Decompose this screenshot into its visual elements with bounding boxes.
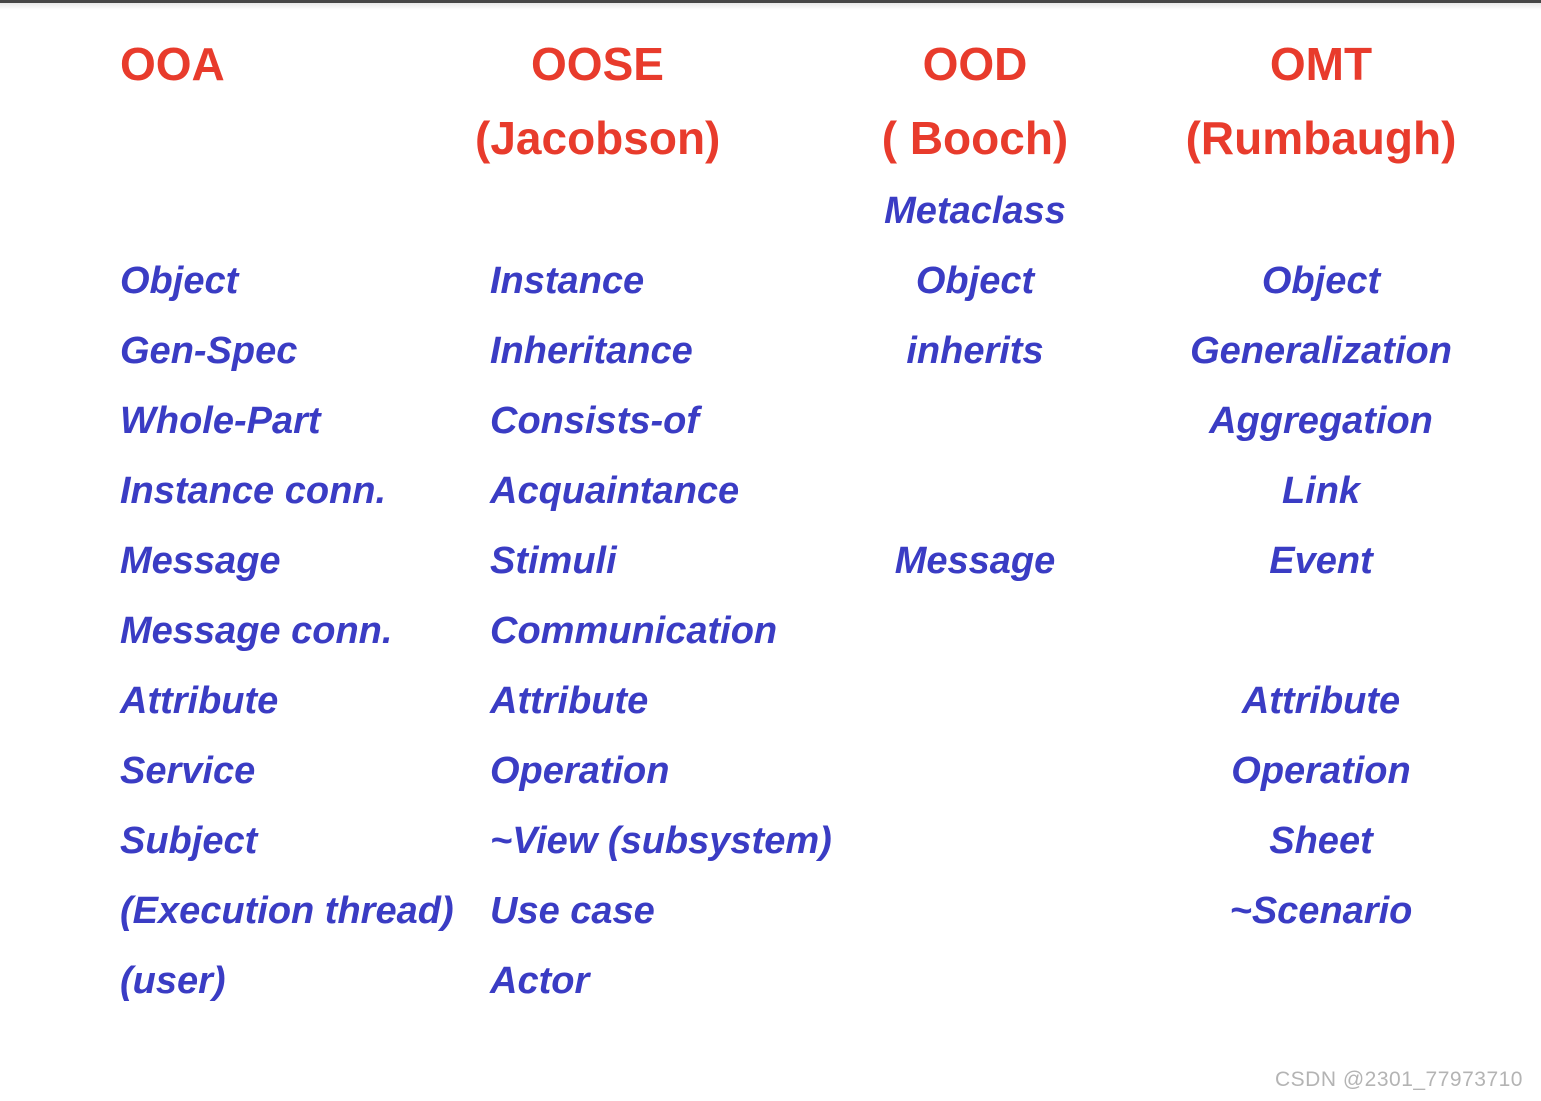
term-cell: Event [1269,540,1373,582]
term-cell: Consists-of [490,400,699,442]
term-cell: Stimuli [490,540,617,582]
column-subtitle-ood: ( Booch) [881,112,1069,164]
term-cell [840,876,1110,946]
column-header-omt: OMT [1269,38,1373,90]
term-cell: Use case [490,890,655,932]
term-cell: Object [1261,260,1381,302]
term-cell: ~View (subsystem) [490,820,832,862]
top-border [0,0,1541,3]
column-header-oose: OOSE [531,38,664,90]
term-cell: (user) [120,960,226,1002]
term-cell: Message conn. [120,610,393,652]
term-cell: Message [894,540,1056,582]
term-cell: Aggregation [1209,400,1433,442]
term-cell: Acquaintance [490,470,740,512]
watermark: CSDN @2301_77973710 [1275,1068,1523,1091]
term-cell: Operation [1231,750,1411,792]
term-cell: (Execution thread) [120,890,454,932]
terminology-grid: OOA OOSE OOD OMT (Jacobson) ( Booch) (Ru… [120,28,1532,1016]
term-cell: Operation [490,750,670,792]
column-subtitle-oose: (Jacobson) [475,112,721,164]
term-cell: ~Scenario [1229,890,1413,932]
term-cell [840,596,1110,666]
term-cell: Attribute [490,680,649,722]
term-cell: Attribute [120,680,279,722]
term-cell [1110,596,1532,666]
term-cell: Gen-Spec [120,330,298,372]
term-cell: Link [1281,470,1361,512]
term-cell [1110,176,1532,246]
term-cell: Object [120,260,239,302]
term-cell: Subject [120,820,258,862]
term-cell: Instance conn. [120,470,387,512]
column-subtitle-omt: (Rumbaugh) [1185,112,1457,164]
term-cell: Actor [490,960,590,1002]
term-cell: Communication [490,610,778,652]
term-cell [840,806,1110,876]
term-cell: Object [915,260,1035,302]
term-cell: Attribute [1241,680,1401,722]
term-cell [840,666,1110,736]
term-cell [840,946,1110,1016]
term-cell: Message [120,540,281,582]
term-cell: Sheet [1269,820,1373,862]
column-header-ood: OOD [922,38,1028,90]
term-cell: Inheritance [490,330,693,372]
term-cell [475,176,840,246]
term-cell: Generalization [1190,330,1452,372]
column-header-ooa: OOA [120,38,225,90]
term-cell [840,736,1110,806]
term-cell: Metaclass [884,190,1066,232]
term-cell [1110,946,1532,1016]
term-cell: inherits [906,330,1044,372]
top-border-fade [0,3,1541,10]
term-cell: Service [120,750,256,792]
term-cell [120,176,475,246]
term-cell [840,456,1110,526]
term-cell [840,386,1110,456]
term-cell: Whole-Part [120,400,321,442]
term-cell: Instance [490,260,645,302]
column-subtitle-ooa [120,100,475,176]
